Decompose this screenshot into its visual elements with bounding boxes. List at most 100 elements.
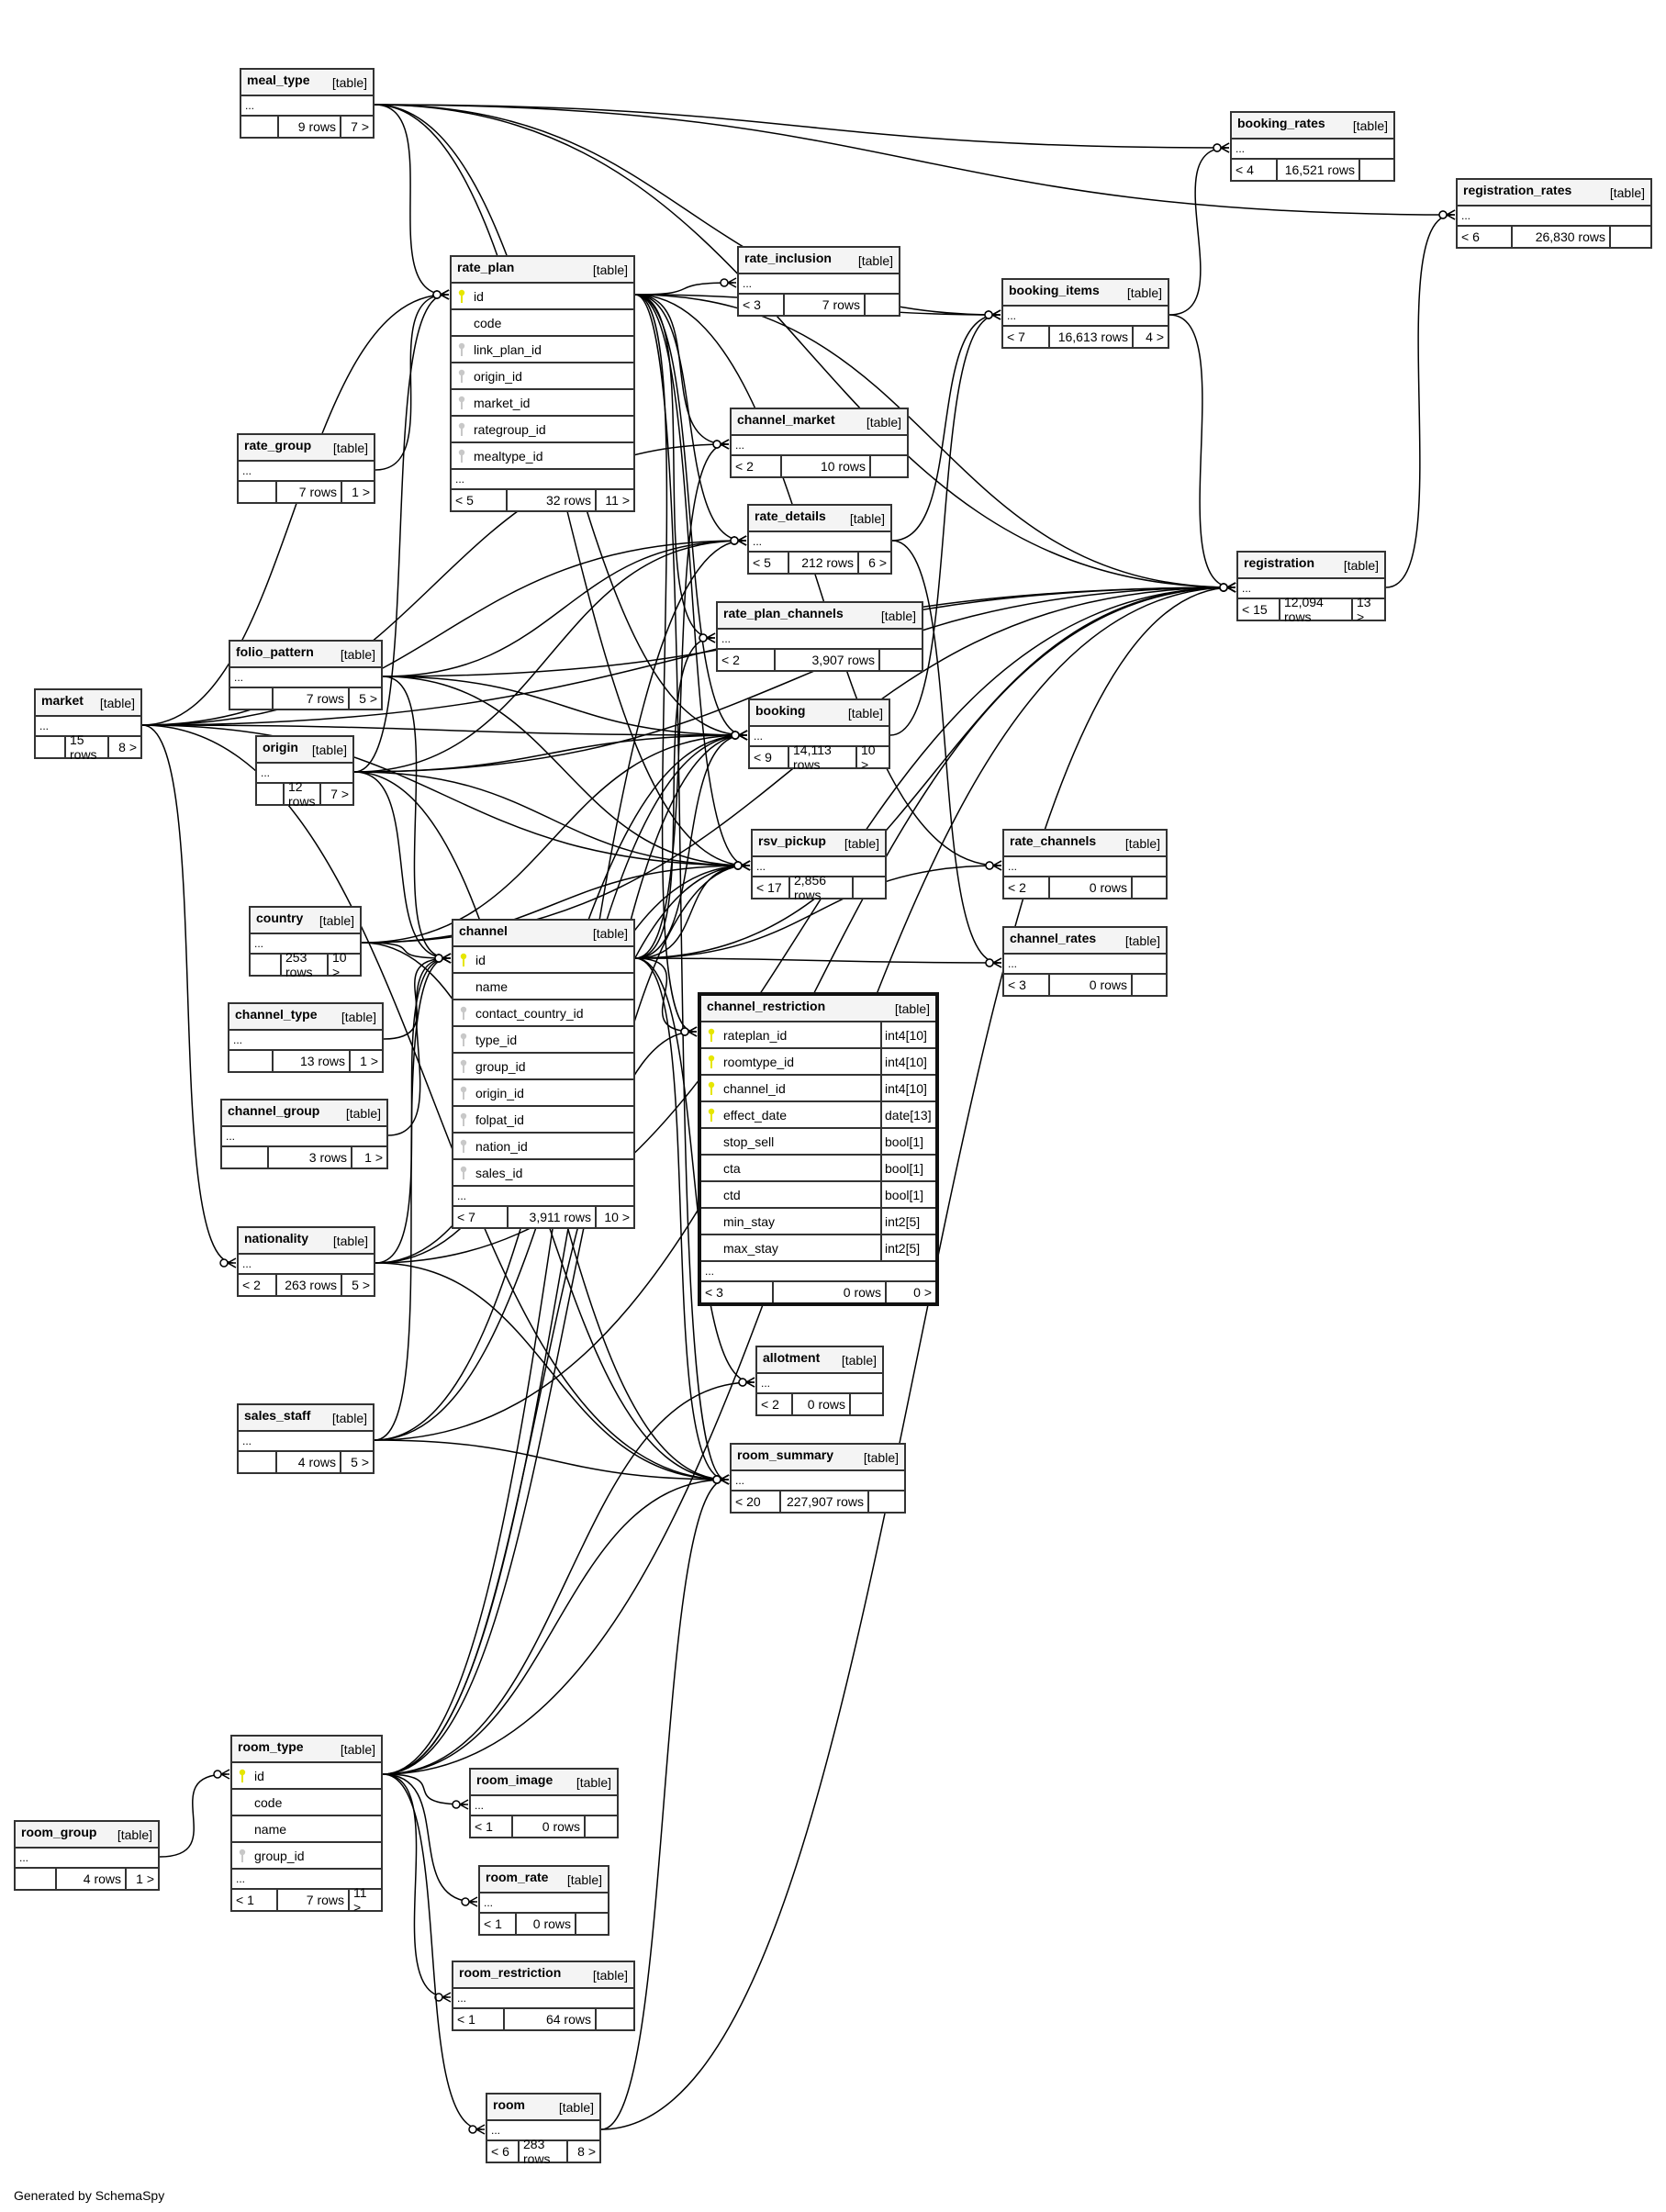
table-header[interactable]: rate_plan[table] [452,257,633,284]
children-count[interactable]: 5 > [351,1455,369,1469]
parents-count[interactable] [239,1452,277,1472]
parents-count[interactable] [241,117,279,137]
parents-count[interactable]: < 2 [239,1275,277,1295]
more-columns-ellipsis[interactable]: ... [257,764,352,784]
more-columns-ellipsis[interactable]: ... [749,532,890,553]
parents-count[interactable]: < 7 [453,1207,509,1227]
table-header[interactable]: channel_rates[table] [1004,928,1166,955]
parents-count[interactable]: < 17 [753,877,790,898]
children-count[interactable] [866,295,899,315]
children-count[interactable]: 10 > [332,950,347,979]
table-name[interactable]: channel_type [235,1006,318,1022]
parents-count[interactable]: < 1 [453,2009,505,2029]
children-count[interactable]: 10 > [604,1210,630,1224]
children-count[interactable]: 13 > [1357,595,1371,624]
table-name[interactable]: channel [459,922,508,938]
column-row[interactable]: sales_id [453,1160,633,1187]
table-header[interactable]: rate_inclusion[table] [739,248,899,274]
children-count[interactable] [869,1491,904,1512]
column-row[interactable]: id [232,1763,381,1790]
table-name[interactable]: rate_details [755,508,826,523]
parents-count[interactable]: < 1 [232,1890,278,1910]
more-columns-ellipsis[interactable]: ... [16,1849,158,1869]
children-count[interactable] [880,650,922,670]
more-columns-ellipsis[interactable]: ... [471,1796,617,1816]
more-columns-ellipsis[interactable]: ... [229,1031,382,1051]
table-name[interactable]: channel_group [228,1102,320,1118]
parents-count[interactable]: < 2 [757,1394,793,1414]
children-count[interactable]: 11 > [605,493,630,508]
children-count[interactable]: 8 > [118,740,137,754]
children-count[interactable]: 11 > [353,1885,367,1915]
parents-count[interactable]: < 5 [452,490,508,510]
more-columns-ellipsis[interactable]: ... [753,857,885,877]
parents-count[interactable]: < 6 [487,2141,520,2162]
children-count[interactable] [576,1914,608,1934]
parents-count[interactable] [251,955,282,975]
parents-count[interactable] [36,737,66,757]
more-columns-ellipsis[interactable]: ... [230,668,381,688]
column-row[interactable]: market_id [452,390,633,417]
parents-count[interactable]: < 1 [480,1914,517,1934]
more-columns-ellipsis[interactable]: ... [487,2121,599,2141]
table-name[interactable]: rate_group [244,437,312,452]
parents-count[interactable] [229,1051,274,1071]
table-header[interactable]: rsv_pickup[table] [753,831,885,857]
parents-count[interactable] [230,688,274,709]
children-count[interactable] [851,1394,882,1414]
table-header[interactable]: sales_staff[table] [239,1405,373,1432]
children-count[interactable]: 10 > [861,743,876,772]
table-header[interactable]: room_summary[table] [732,1445,904,1471]
column-row[interactable]: name [232,1816,381,1843]
table-header[interactable]: rate_channels[table] [1004,831,1166,857]
table-header[interactable]: folio_pattern[table] [230,642,381,668]
table-header[interactable]: registration[table] [1238,553,1384,579]
more-columns-ellipsis[interactable]: ... [1458,207,1650,227]
table-name[interactable]: origin [263,739,298,754]
parents-count[interactable] [239,482,277,502]
table-name[interactable]: rate_channels [1010,832,1097,848]
table-header[interactable]: registration_rates[table] [1458,180,1650,207]
parents-count[interactable]: < 1 [471,1816,513,1837]
more-columns-ellipsis[interactable]: ... [732,1471,904,1491]
children-count[interactable]: 0 > [913,1285,932,1300]
more-columns-ellipsis[interactable]: ... [480,1894,608,1914]
column-row[interactable]: rategroup_id [452,417,633,443]
parents-count[interactable]: < 2 [718,650,776,670]
table-header[interactable]: room_rate[table] [480,1867,608,1894]
parents-count[interactable] [257,784,285,804]
table-name[interactable]: rate_plan [457,259,515,274]
parents-count[interactable]: < 5 [749,553,789,573]
table-name[interactable]: booking_rates [1237,115,1325,130]
column-row[interactable]: nation_id [453,1134,633,1160]
column-row[interactable]: group_id [232,1843,381,1870]
more-columns-ellipsis[interactable]: ... [757,1374,882,1394]
column-row[interactable]: link_plan_id [452,337,633,363]
more-columns-ellipsis[interactable]: ... [239,1255,374,1275]
parents-count[interactable]: < 3 [701,1282,774,1302]
more-columns-ellipsis[interactable]: ... [453,1187,633,1207]
parents-count[interactable]: < 2 [1004,877,1050,898]
table-header[interactable]: nationality[table] [239,1228,374,1255]
table-name[interactable]: folio_pattern [236,643,314,659]
table-name[interactable]: rsv_pickup [758,832,826,848]
more-columns-ellipsis[interactable]: ... [239,1432,373,1452]
table-name[interactable]: booking_items [1009,282,1100,297]
